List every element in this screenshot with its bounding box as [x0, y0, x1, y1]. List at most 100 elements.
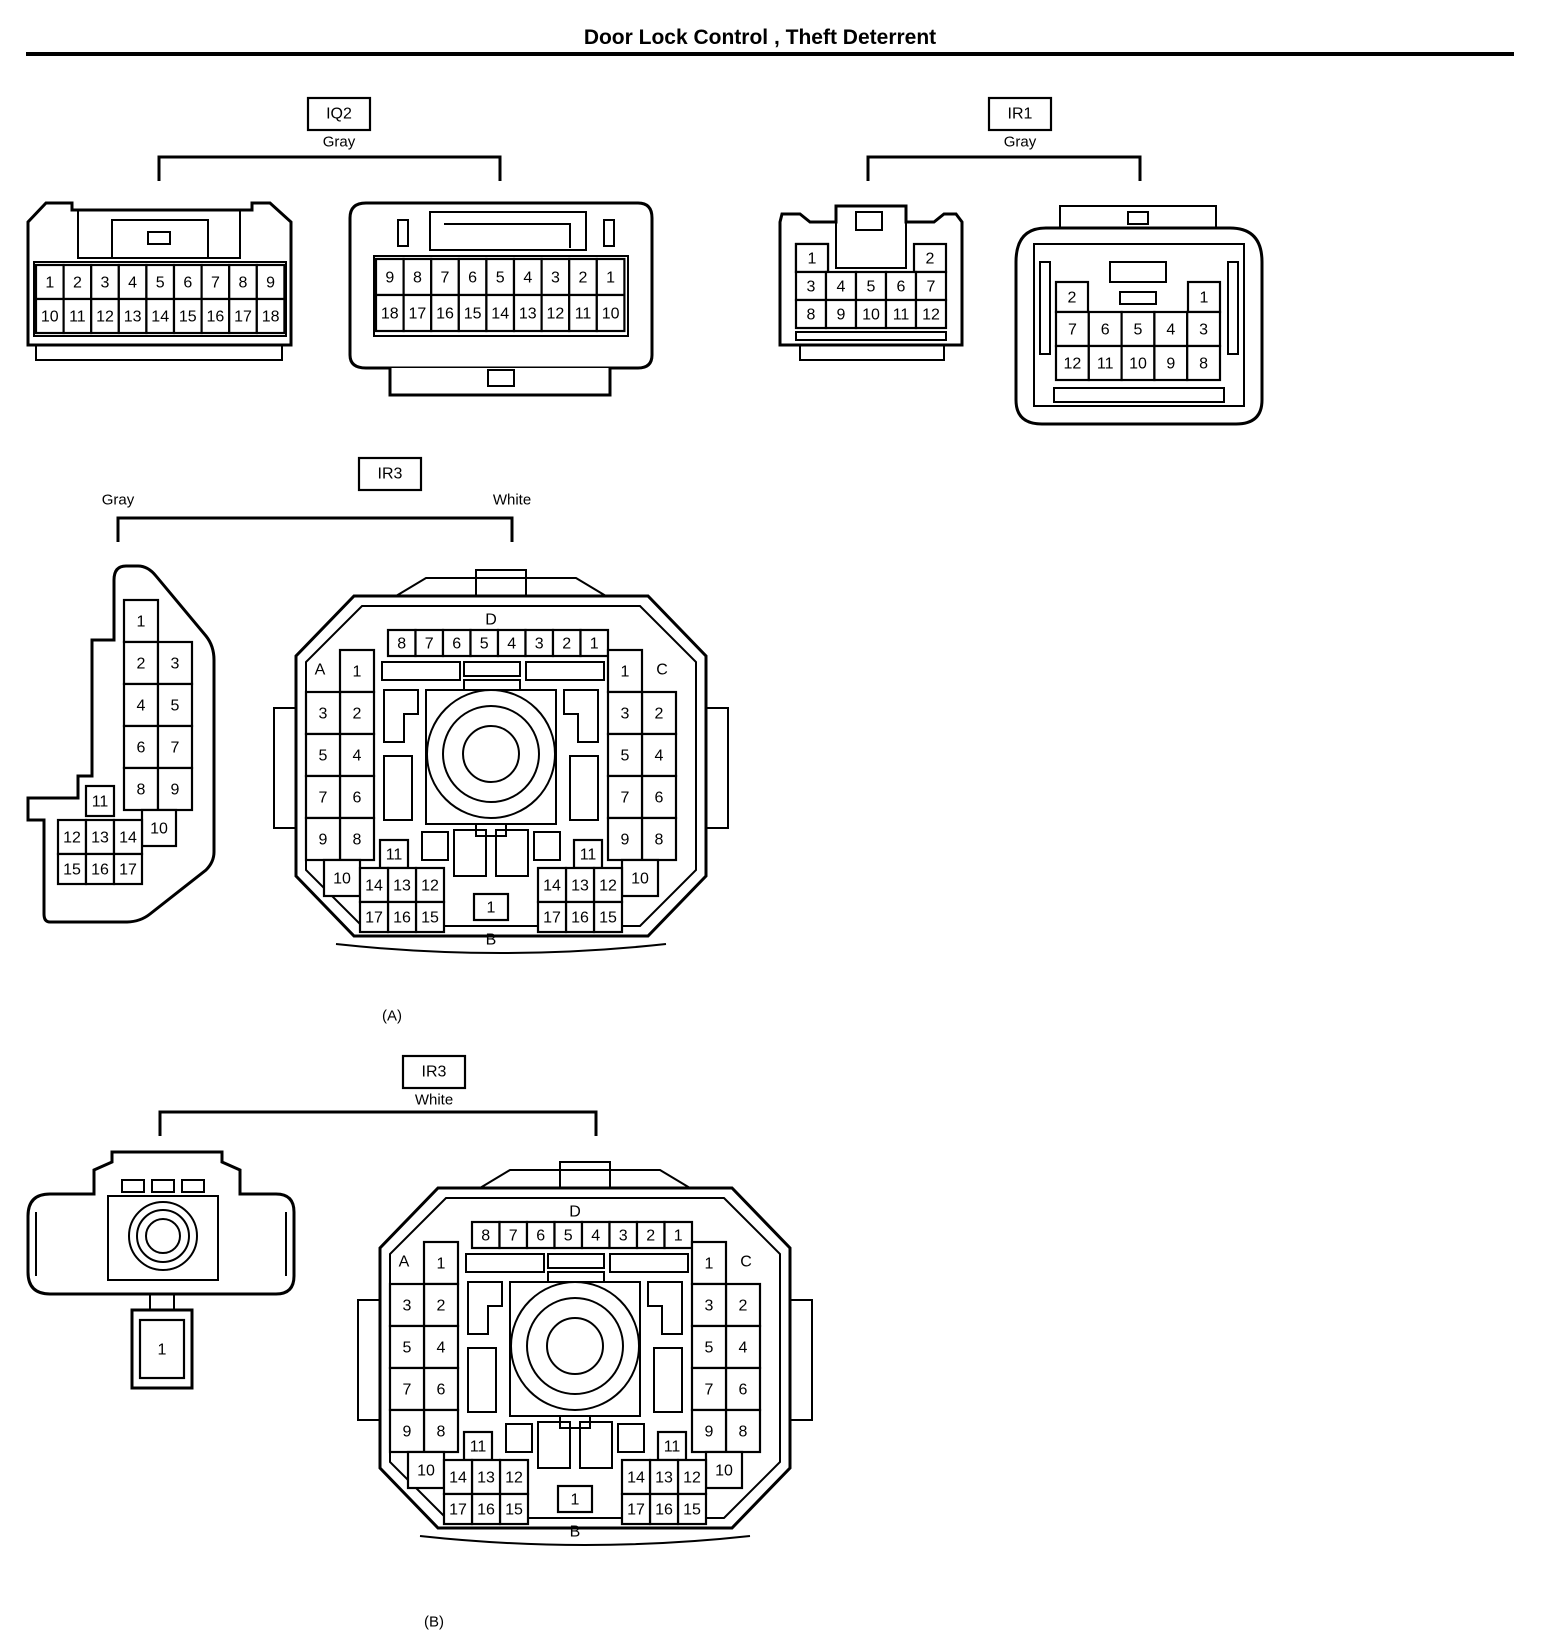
pin-cavity: 13 [386, 866, 418, 904]
pin-number: 12 [599, 878, 617, 895]
pin-cavity: 13 [117, 297, 148, 335]
key-slot [463, 661, 521, 677]
key-block [647, 1281, 683, 1335]
pin-number: 2 [562, 636, 571, 653]
pin-number: 11 [664, 1439, 681, 1456]
latch-tab [475, 569, 527, 597]
pin-number: 13 [571, 878, 589, 895]
pin-number: 6 [437, 1382, 446, 1399]
pin-number: 11 [92, 794, 109, 811]
pin-cell [606, 816, 644, 862]
pin-number: 1 [137, 614, 146, 631]
pin-cavity: 11 [84, 784, 116, 818]
housing-latch [479, 1169, 691, 1189]
pin-cavity: 12 [1054, 344, 1090, 382]
pin-number: 8 [739, 1424, 748, 1441]
key-slot [381, 661, 461, 681]
pin-cell [304, 732, 342, 778]
key-block [467, 1347, 497, 1413]
pin-number: 10 [602, 306, 620, 323]
pin-cell [122, 682, 160, 728]
pin-cavity: 17 [112, 852, 144, 886]
pin-cell [470, 1492, 502, 1526]
pin-cavity: 10 [322, 858, 362, 898]
pin-number: 12 [922, 307, 940, 324]
pin-number: 1 [705, 1256, 714, 1273]
pin-cavity: 5 [388, 1324, 426, 1370]
pin-cavity: 12 [414, 866, 446, 904]
pin-cell [117, 297, 148, 335]
pin-number: 5 [564, 1228, 573, 1245]
pin-cell [388, 1408, 426, 1454]
pin-number: 4 [137, 698, 146, 715]
pin-number: 10 [631, 871, 649, 888]
pin-number: 9 [385, 270, 394, 287]
connector-tag-box [357, 456, 423, 492]
pin-cavity: 6 [724, 1366, 762, 1412]
pin-cell [690, 1366, 728, 1412]
pin-cavity: 3 [90, 263, 120, 301]
pin-cavity: 3 [690, 1282, 728, 1328]
guide-rib [1227, 261, 1239, 355]
pin-cavity: 4 [824, 270, 858, 302]
pin-cell [374, 293, 405, 333]
pin-number: 2 [655, 706, 664, 723]
key-block [617, 1423, 645, 1453]
pin-cell [1153, 344, 1189, 382]
section-label-d: D [569, 1204, 581, 1221]
wire-color-label: Gray [323, 134, 356, 151]
pin-number: 6 [468, 270, 477, 287]
socket-mid [136, 1209, 190, 1263]
pin-cavity: 15 [676, 1492, 708, 1526]
pin-number: 4 [837, 279, 846, 296]
pin-number: 7 [171, 740, 180, 757]
key-slot [525, 661, 605, 681]
pin-number: 11 [69, 309, 86, 326]
pin-cavity: 1 [1186, 280, 1222, 314]
pin-cavity: 2 [640, 690, 678, 736]
pin-number: 1 [808, 251, 817, 268]
pin-cavity: 11 [378, 838, 410, 870]
pin-cavity: 15 [56, 852, 88, 886]
pin-number: 1 [353, 664, 362, 681]
pin-number: 6 [452, 636, 461, 653]
variant-label: (B) [424, 1614, 444, 1631]
pin-cavity: 4 [122, 682, 160, 728]
pin-number: 7 [927, 279, 936, 296]
pin-cell [457, 293, 488, 333]
pin-number: 2 [1068, 290, 1077, 307]
connector-tag-box [987, 96, 1053, 132]
pin-cavity: 17 [358, 900, 390, 934]
pin-number: 11 [1097, 356, 1114, 373]
title-rule [26, 52, 1514, 56]
pin-cavity: 16 [648, 1492, 680, 1526]
pin-number: 17 [234, 309, 252, 326]
connector-base [388, 368, 612, 397]
pin-cavity: 13 [470, 1458, 502, 1496]
pin-number: 6 [1101, 322, 1110, 339]
pin-cavity: 17 [620, 1492, 652, 1526]
section-label-a: A [399, 1254, 410, 1271]
pin-number: 8 [655, 832, 664, 849]
pin-cavity: 9 [824, 298, 858, 330]
pin-number: 5 [1134, 322, 1143, 339]
pin-cell [1054, 344, 1090, 382]
pin-cavity: 8 [402, 257, 433, 297]
pin-cavity: 3 [540, 257, 571, 297]
pin-cell [498, 1458, 530, 1496]
pin-number: 8 [481, 1228, 490, 1245]
pin-cavity: 1 [579, 628, 610, 658]
pin-cavity: 16 [84, 852, 116, 886]
socket-outer [128, 1201, 198, 1271]
pin-number: 10 [862, 307, 880, 324]
pin-number: 13 [519, 306, 537, 323]
key-block [421, 831, 449, 861]
pin-number: 16 [393, 910, 411, 927]
pin-cell [648, 1458, 680, 1496]
pin-cell [414, 866, 446, 904]
pin-cavity: 14 [145, 297, 176, 335]
pin-cavity: 8 [794, 298, 828, 330]
